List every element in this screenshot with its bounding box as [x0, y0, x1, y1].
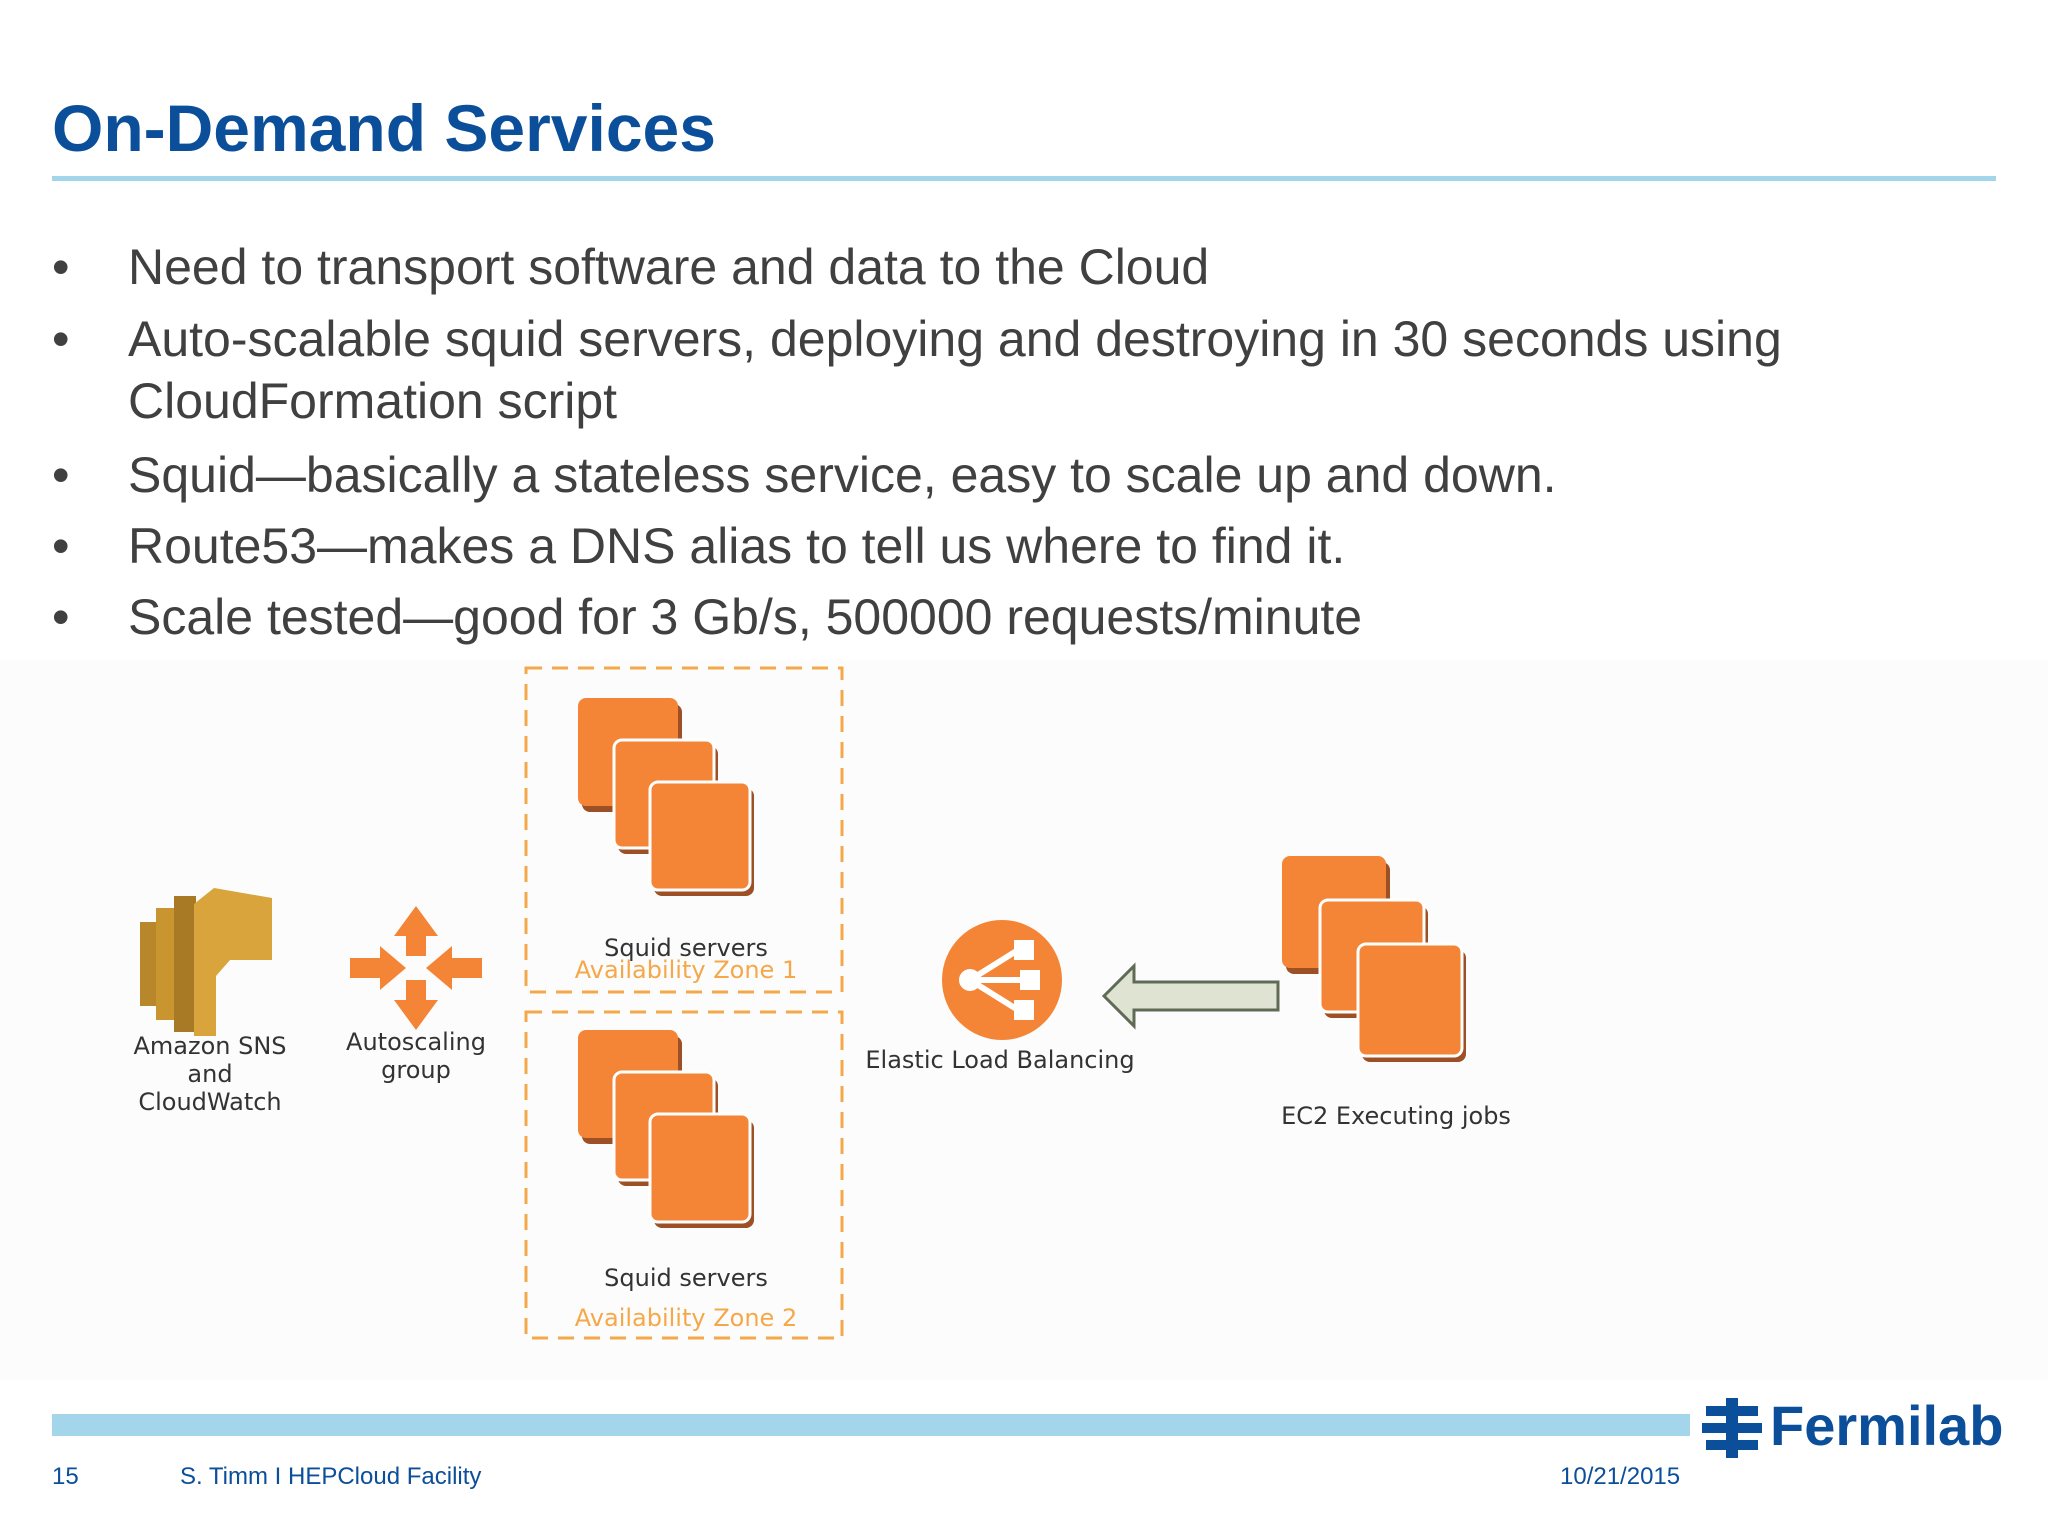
bullet-text: CloudFormation script	[128, 373, 618, 429]
footer-rule	[52, 1414, 1690, 1436]
footer-author: S. Timm I HEPCloud Facility	[180, 1463, 482, 1490]
zone1-box	[524, 666, 844, 994]
sns-label-line: and	[187, 1060, 233, 1088]
bullet-dot: •	[52, 239, 70, 295]
amazon-sns-icon	[140, 888, 272, 1036]
bullet-dot: •	[52, 447, 70, 503]
traffic-arrow	[1101, 962, 1280, 1030]
bullet-text: Scale tested—good for 3 Gb/s, 500000 req…	[128, 589, 1363, 645]
autoscaling-label-line: Autoscaling	[346, 1028, 486, 1056]
elb-label: Elastic Load Balancing	[865, 1046, 1135, 1074]
ec2-instances-icon	[1282, 856, 1466, 1062]
bullet-text: Squid—basically a stateless service, eas…	[128, 447, 1557, 503]
footer-date: 10/21/2015	[1560, 1463, 1681, 1490]
bullet-dot: •	[52, 518, 70, 574]
squid-zone2-name: Squid servers	[604, 1264, 768, 1292]
bullet-dot: •	[52, 311, 70, 367]
squid-servers-icon	[578, 698, 754, 896]
architecture-diagram: Amazon SNS and CloudWatch Autoscaling gr…	[0, 660, 2048, 1380]
squid-servers-icon	[578, 1030, 754, 1228]
autoscaling-label-line: group	[381, 1056, 451, 1084]
fermilab-logo: Fermilab	[1702, 1394, 2022, 1460]
fermilab-logo-text: Fermilab	[1770, 1394, 2004, 1457]
bullet-text: Route53—makes a DNS alias to tell us whe…	[128, 518, 1346, 574]
squid-zone2-zone: Availability Zone 2	[574, 1304, 798, 1332]
zone2-box	[524, 1010, 844, 1340]
bullet-dot: •	[52, 589, 70, 645]
squid-zone1-name: Squid servers	[604, 934, 768, 962]
page-number: 15	[52, 1463, 79, 1490]
bullet-text: Auto-scalable squid servers, deploying a…	[128, 311, 1782, 367]
squid-zone1-zone: Availability Zone 1	[574, 956, 798, 984]
diagram-graphics	[140, 666, 1466, 1340]
slide-title: On-Demand Services	[52, 91, 716, 165]
sns-label-line: CloudWatch	[138, 1088, 282, 1116]
autoscaling-icon	[350, 906, 482, 1030]
sns-label-line: Amazon SNS	[133, 1032, 287, 1060]
bullet-text: Need to transport software and data to t…	[128, 239, 1210, 295]
elastic-load-balancing-icon	[942, 920, 1062, 1040]
ec2-label: EC2 Executing jobs	[1281, 1102, 1511, 1130]
title-underline	[52, 176, 1996, 181]
fermilab-mark-icon	[1702, 1398, 1762, 1458]
